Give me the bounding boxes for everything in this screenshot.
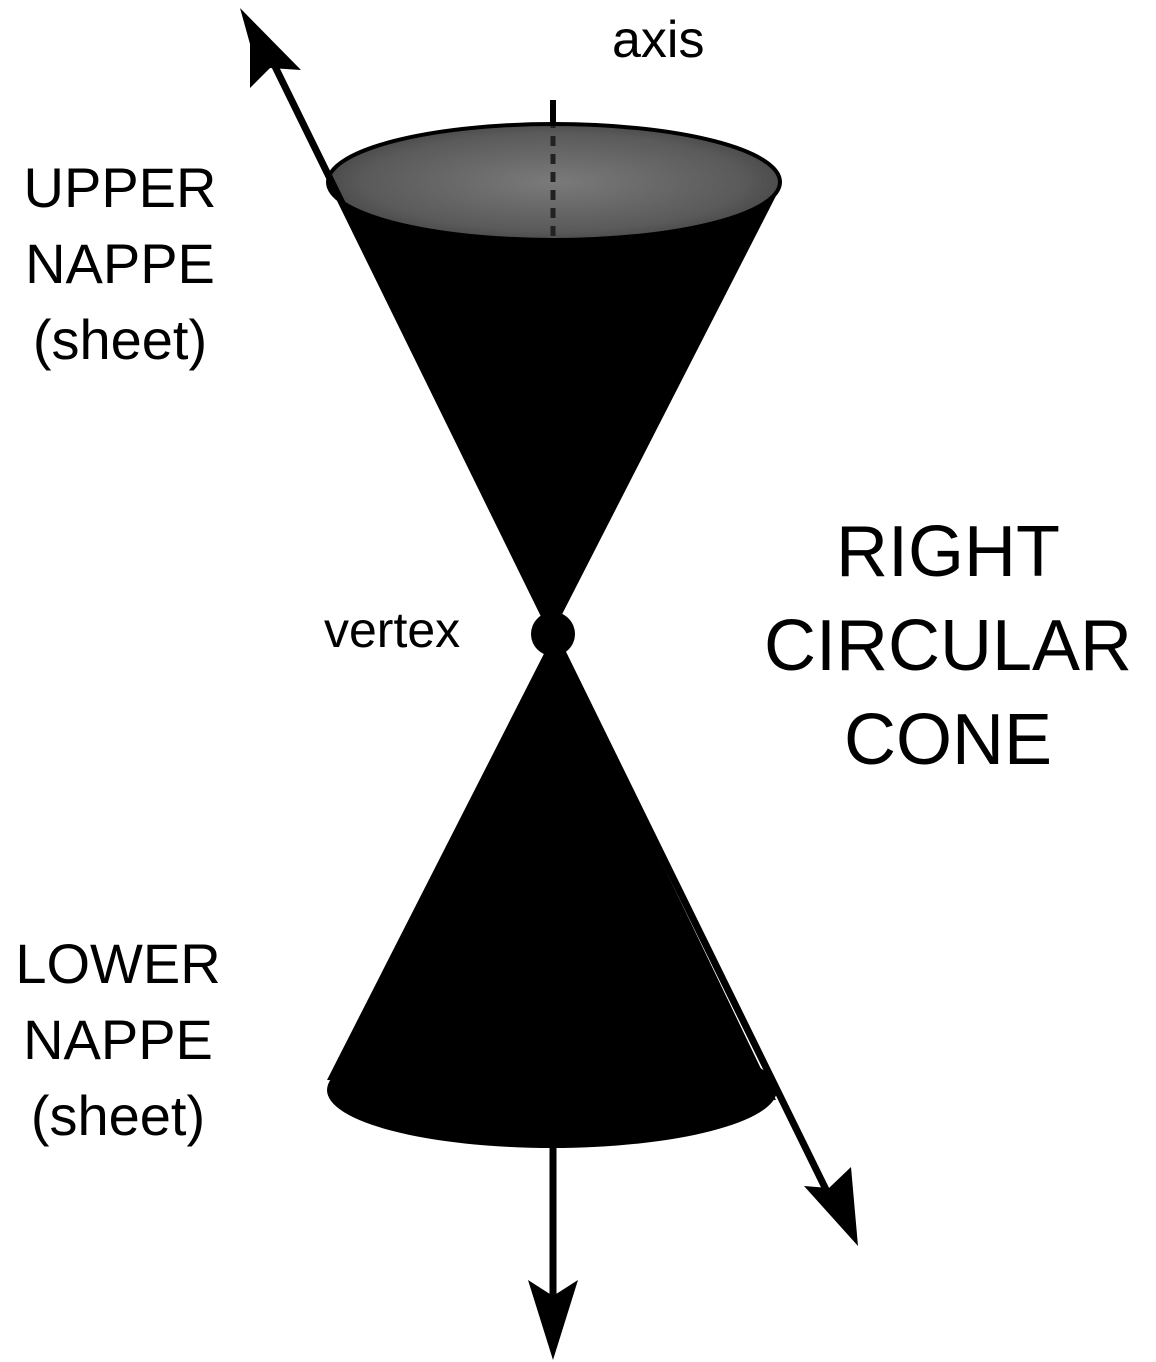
upper-nappe: [327, 178, 780, 632]
upper-nappe-label-line-3: (sheet): [32, 308, 208, 371]
generator-arrow-down-icon: [804, 1167, 858, 1246]
lower-nappe-base: [327, 1032, 777, 1148]
lower-nappe-label: LOWER NAPPE (sheet): [0, 926, 236, 1154]
cone-title-line-2: CIRCULAR: [763, 606, 1133, 686]
axis-label: axis: [612, 11, 705, 69]
lower-nappe: [327, 636, 776, 1100]
upper-nappe-label: UPPER NAPPE (sheet): [0, 150, 240, 378]
vertex-point: [531, 612, 575, 656]
vertex-label: vertex: [324, 602, 461, 658]
generator-arrow-up-icon: [240, 8, 301, 88]
axis-arrow-down-icon: [528, 1280, 578, 1360]
upper-nappe-label-line-2: NAPPE: [25, 232, 215, 295]
lower-nappe-label-line-1: LOWER: [15, 932, 221, 995]
cone-title: RIGHT CIRCULAR CONE: [740, 505, 1156, 787]
upper-nappe-label-line-1: UPPER: [23, 156, 217, 219]
cone-title-line-3: CONE: [843, 700, 1053, 780]
lower-nappe-label-line-3: (sheet): [30, 1084, 206, 1147]
lower-nappe-label-line-2: NAPPE: [23, 1008, 213, 1071]
cone-title-line-1: RIGHT: [836, 512, 1060, 592]
